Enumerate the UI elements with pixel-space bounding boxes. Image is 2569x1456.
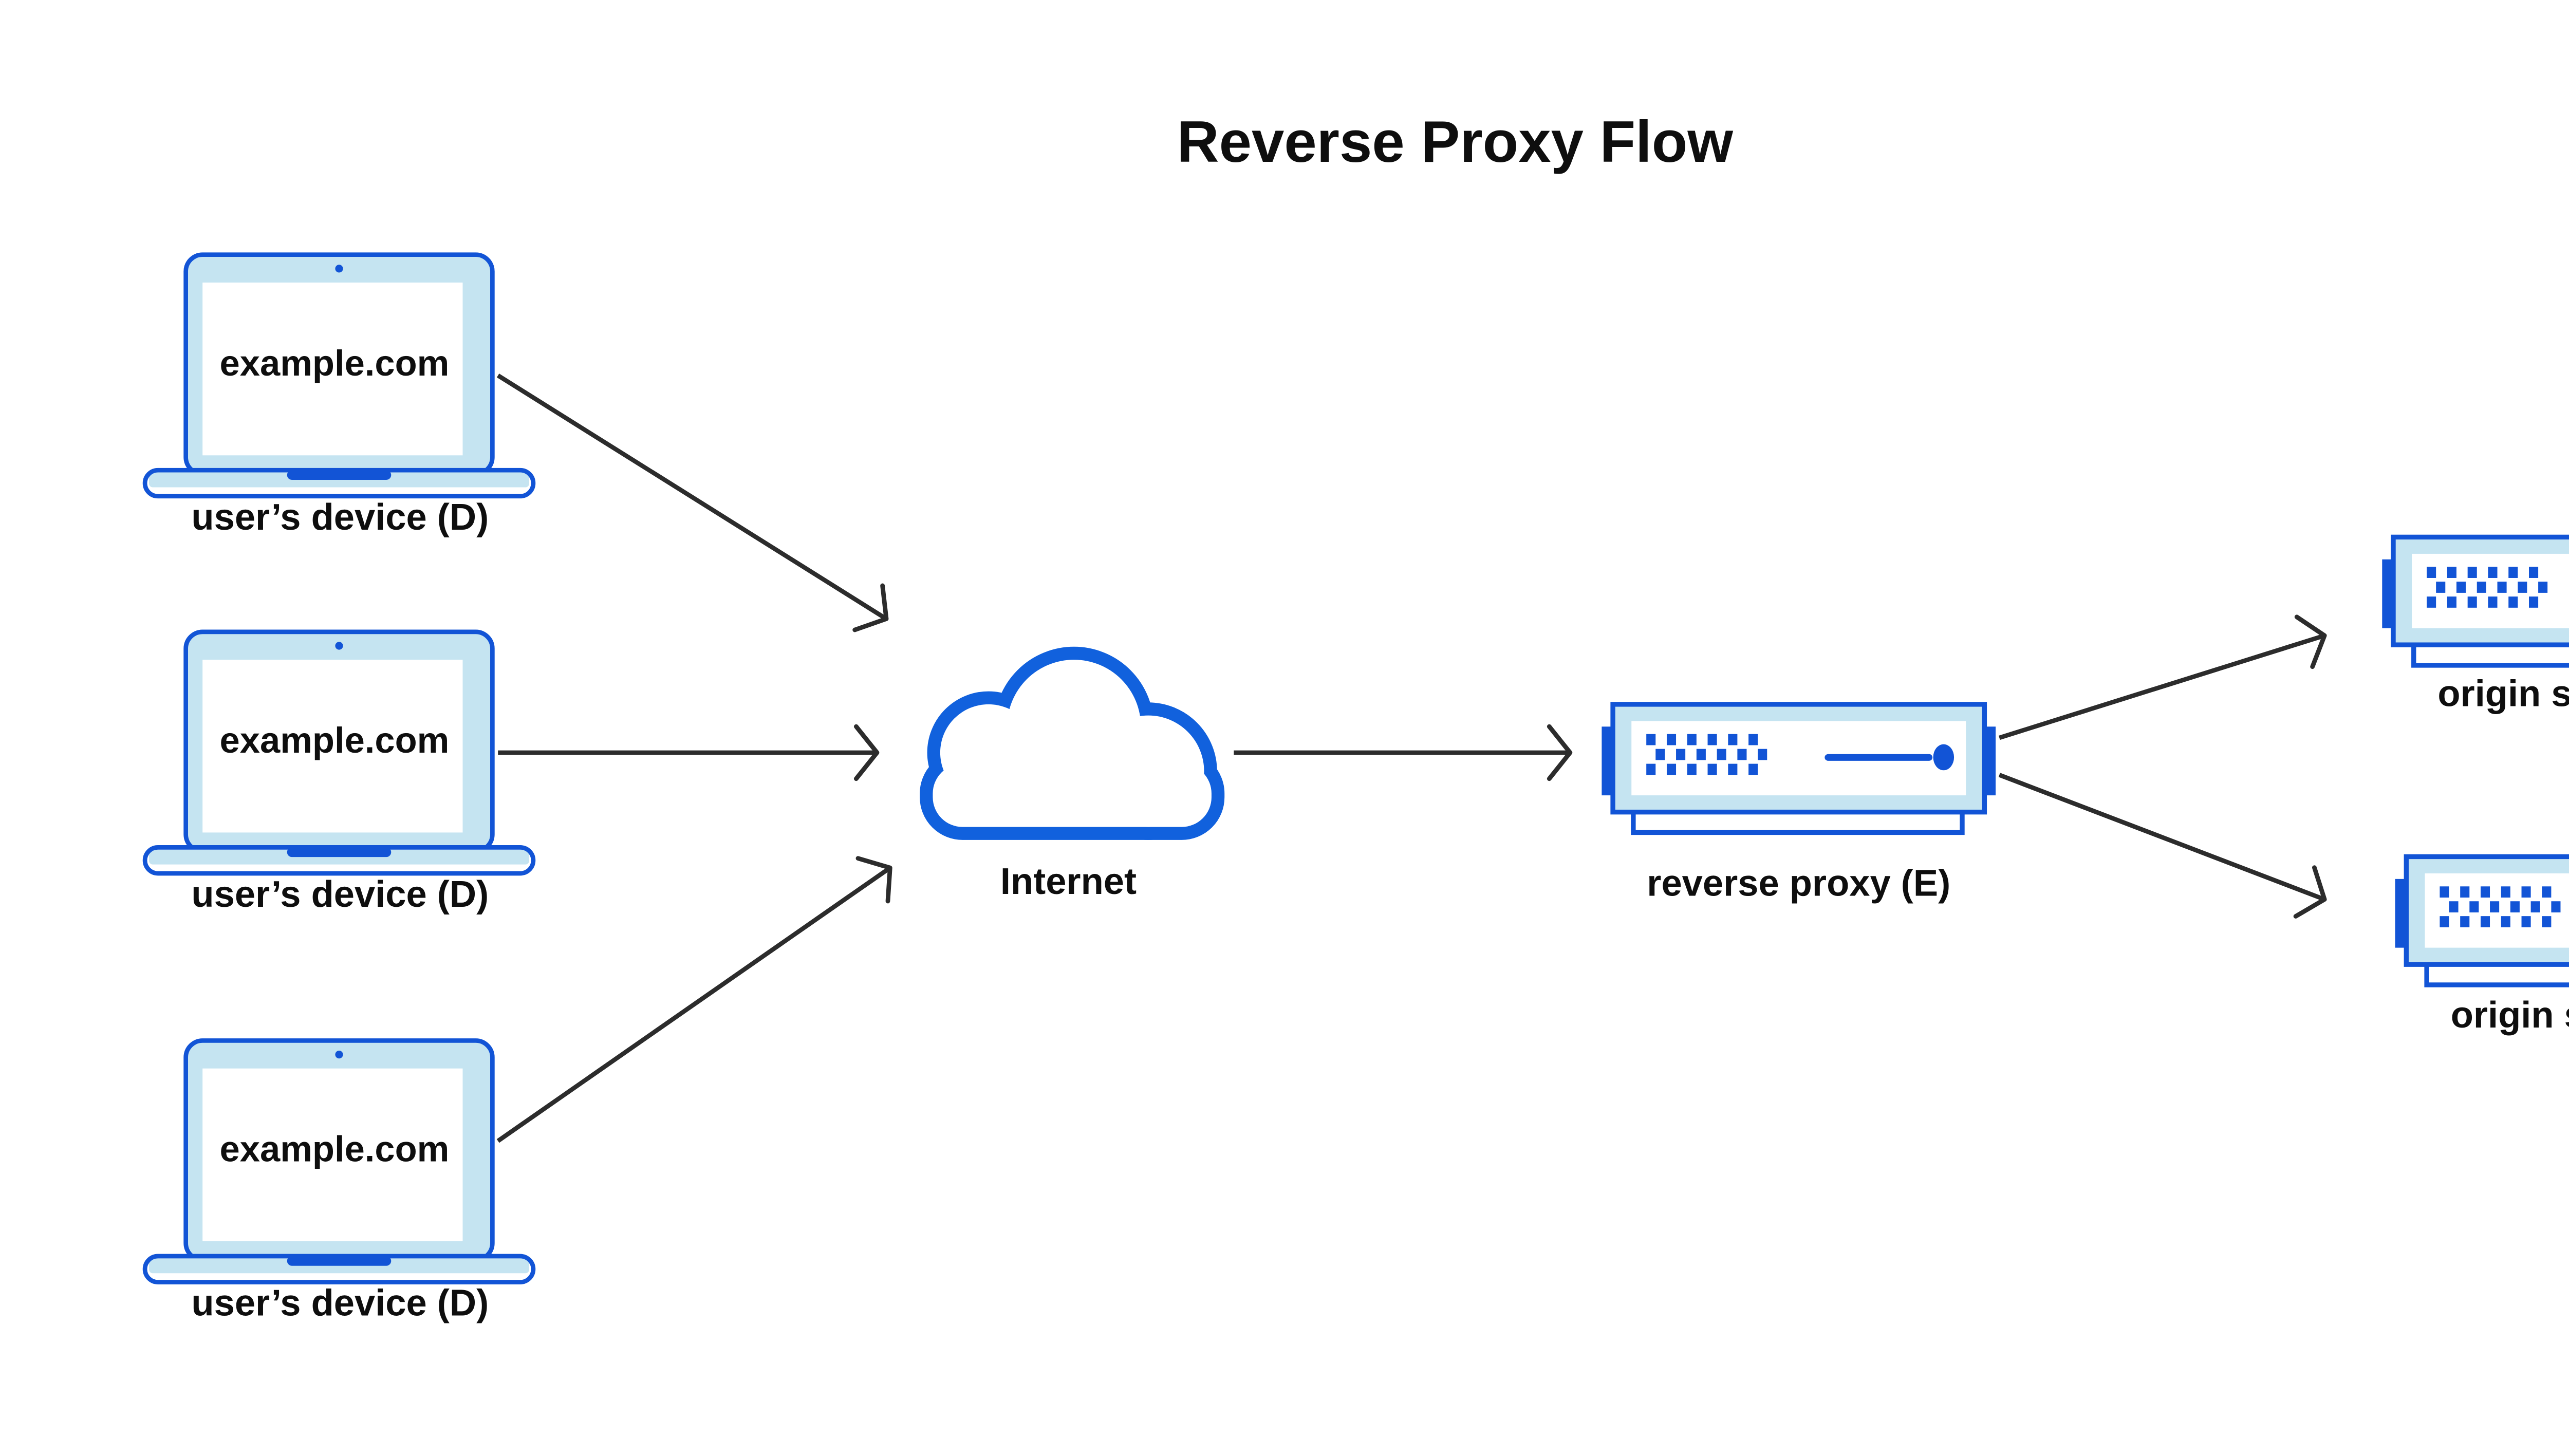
device-label: user’s device (D)	[191, 497, 489, 538]
device-screen-text: example.com	[220, 343, 450, 383]
diagram-title: Reverse Proxy Flow	[1177, 109, 1733, 175]
reverse-proxy-node: reverse proxy (E)	[1602, 704, 1996, 904]
reverse-proxy-label: reverse proxy (E)	[1647, 863, 1950, 904]
device-node-2: example.com user’s device (D)	[145, 632, 533, 915]
origin-server-node-1: origin server (F)	[2382, 537, 2569, 715]
rack-server-icon	[2382, 537, 2569, 665]
device-screen-text: example.com	[220, 720, 450, 760]
arrow-proxy-to-origin1	[1999, 614, 2327, 740]
device-label: user’s device (D)	[191, 1283, 489, 1324]
device-node-1: example.com user’s device (D)	[145, 255, 533, 538]
device-label: user’s device (D)	[191, 874, 489, 915]
device-node-3: example.com user’s device (D)	[145, 1040, 533, 1324]
origin-server-node-2: origin server (F)	[2395, 856, 2569, 1036]
cloud-icon	[933, 660, 1211, 827]
origin-server-label: origin server (F)	[2451, 995, 2569, 1036]
internet-node: Internet	[933, 660, 1211, 902]
device-screen-text: example.com	[220, 1129, 450, 1169]
arrow-device3-to-internet	[496, 856, 892, 1143]
rack-server-icon	[1602, 704, 1996, 833]
arrow-device1-to-internet	[496, 374, 889, 632]
arrow-proxy-to-origin2	[1998, 773, 2327, 919]
rack-server-icon	[2395, 856, 2569, 985]
flow-arrows	[496, 374, 2327, 1143]
internet-label: Internet	[1000, 861, 1137, 902]
origin-server-label: origin server (F)	[2437, 674, 2569, 715]
